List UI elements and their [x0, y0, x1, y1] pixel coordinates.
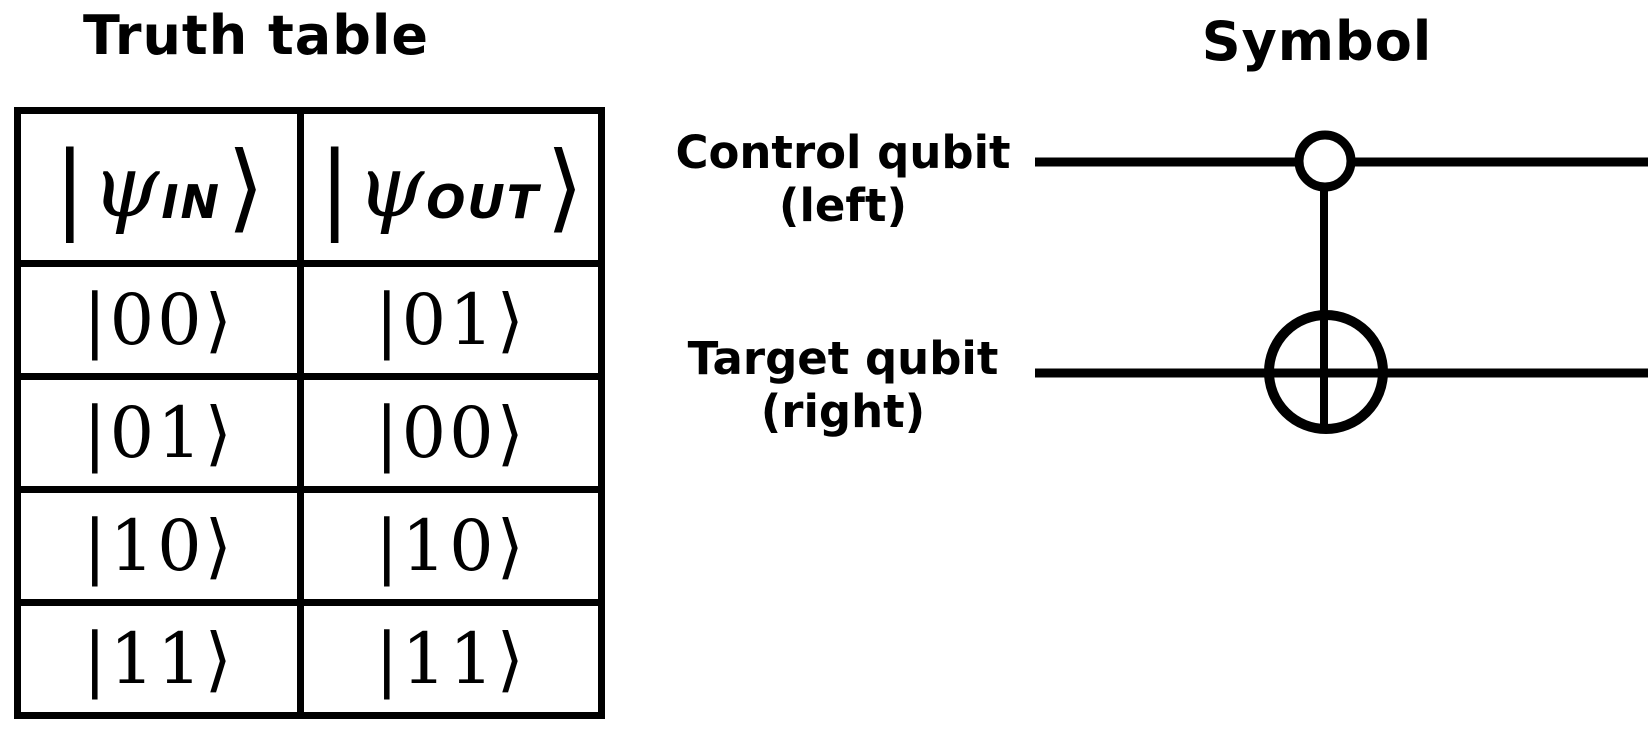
- control-qubit-label-line1: Control qubit: [675, 126, 1011, 179]
- target-qubit-label: Target qubit (right): [640, 332, 1046, 438]
- target-qubit-label-line1: Target qubit: [687, 332, 999, 385]
- ket-symbol: ⟩: [226, 131, 265, 243]
- cell-row3-out: |11⟩: [297, 599, 605, 719]
- target-xor-circle-icon: [1264, 310, 1388, 434]
- truth-table-header-row: |ψIN⟩ |ψOUT⟩: [14, 107, 605, 267]
- cell-row0-out: |01⟩: [297, 260, 605, 380]
- subscript-out: OUT: [426, 174, 541, 229]
- cell-row3-in: |11⟩: [14, 599, 304, 719]
- cell-row0-in: |00⟩: [14, 260, 304, 380]
- cell-row1-out: |00⟩: [297, 373, 605, 493]
- header-cell-psi-in: |ψIN⟩: [14, 107, 304, 267]
- cell-row2-out: |10⟩: [297, 486, 605, 606]
- cell-row2-in: |10⟩: [14, 486, 304, 606]
- header-cell-psi-out: |ψOUT⟩: [297, 107, 605, 267]
- table-row: |10⟩ |10⟩: [14, 486, 605, 606]
- control-open-circle-icon: [1294, 130, 1356, 192]
- control-qubit-label: Control qubit (left): [640, 126, 1046, 232]
- psi-symbol: ψ: [356, 137, 425, 237]
- table-row: |00⟩ |01⟩: [14, 260, 605, 380]
- table-row: |11⟩ |11⟩: [14, 599, 605, 719]
- ket-symbol: ⟩: [546, 131, 584, 243]
- bra-symbol: |: [53, 131, 86, 243]
- control-qubit-label-line2: (left): [778, 179, 908, 233]
- subscript-in: IN: [161, 174, 221, 229]
- cell-row1-in: |01⟩: [14, 373, 304, 493]
- target-qubit-label-line2: (right): [760, 385, 926, 439]
- table-row: |01⟩ |00⟩: [14, 373, 605, 493]
- truth-table-title: Truth table: [82, 4, 430, 67]
- psi-symbol: ψ: [91, 137, 160, 237]
- truth-table: |ψIN⟩ |ψOUT⟩ |00⟩ |01⟩ |01⟩ |00⟩ |10⟩ |1…: [14, 107, 605, 719]
- bra-symbol: |: [318, 131, 351, 243]
- symbol-title: Symbol: [1201, 10, 1433, 73]
